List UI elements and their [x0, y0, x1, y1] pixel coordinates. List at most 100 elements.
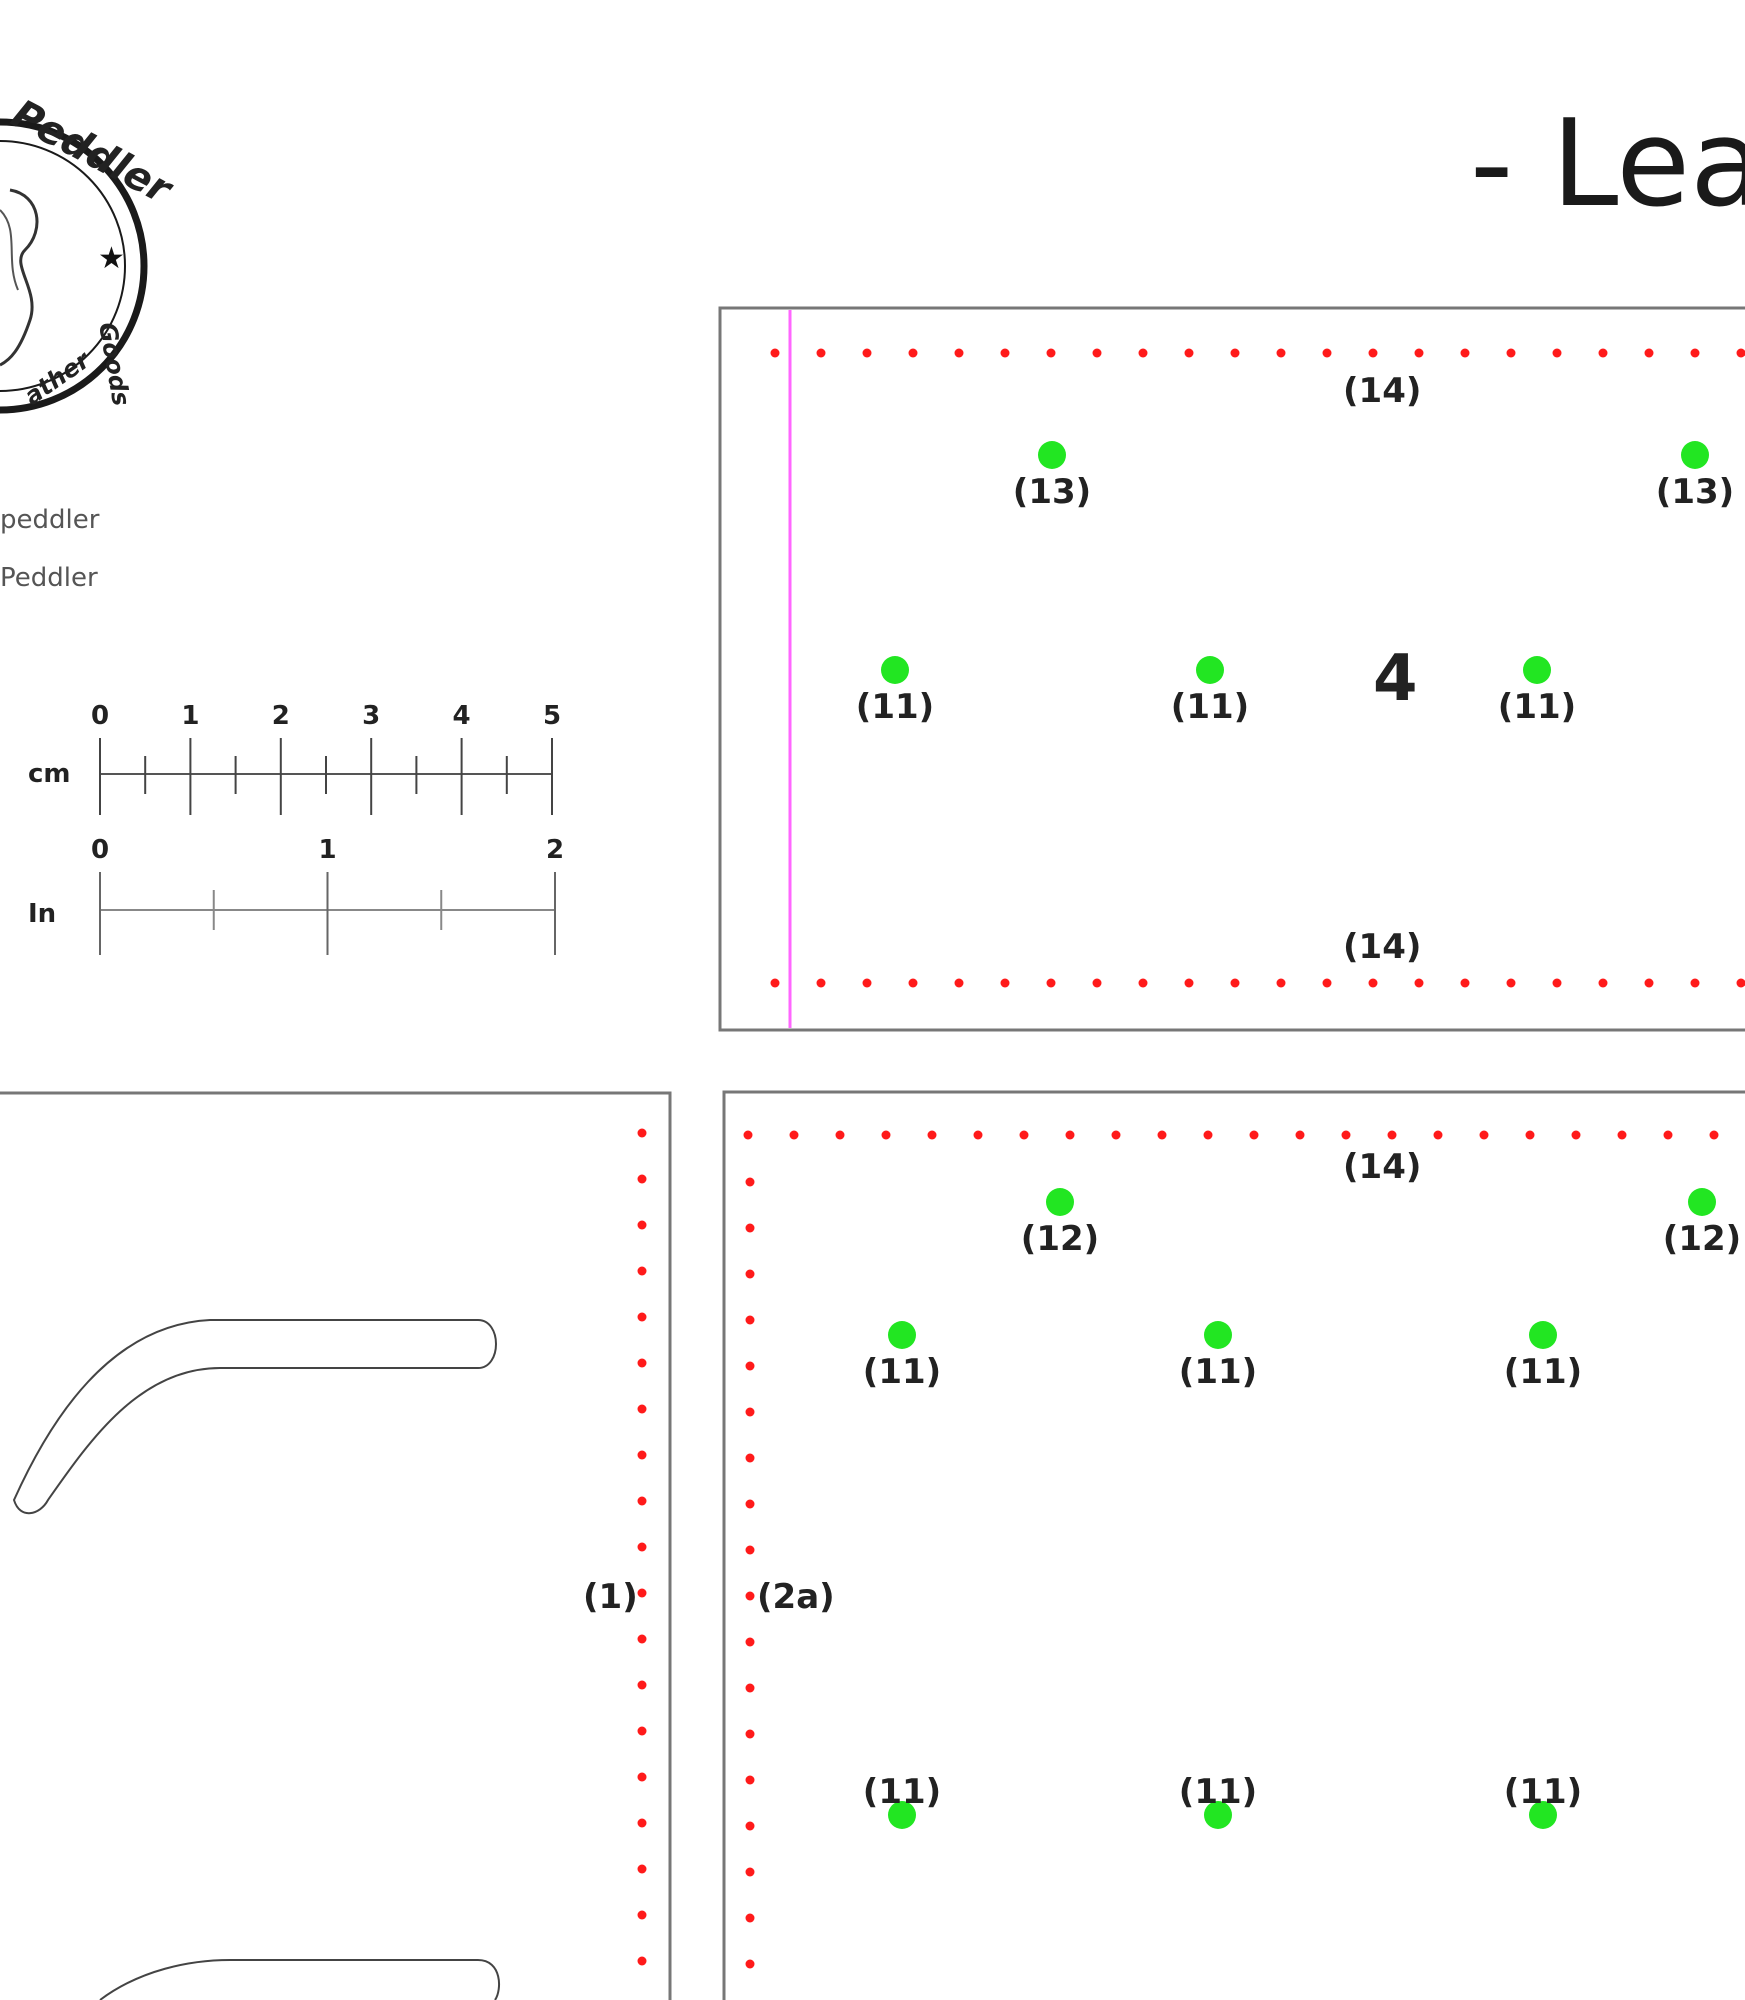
pattern-panel-4: 4 (14) (14) (13)(13)(11)(11)(11) — [718, 306, 1745, 1032]
stitch-hole-2a — [745, 1315, 755, 1325]
stitch-hole-14 — [1322, 978, 1332, 988]
logo-ring — [0, 118, 148, 414]
stitch-hole-14 — [1571, 1130, 1581, 1140]
part-number-4: 4 — [1373, 642, 1418, 716]
stitch-hole-14 — [1663, 1130, 1673, 1140]
stitch-hole-14 — [1690, 978, 1700, 988]
stitch-hole-14 — [789, 1130, 799, 1140]
stitch-hole-1 — [637, 1128, 647, 1138]
punch-hole-label: (11) — [863, 1352, 941, 1392]
stitch-hole-14 — [1092, 978, 1102, 988]
stitch-hole-1 — [637, 1496, 647, 1506]
panel-left-outline — [0, 1091, 672, 2000]
punch-hole — [1681, 441, 1709, 469]
logo-star-icon: ★ — [98, 242, 125, 275]
scale-in-label: In — [28, 899, 56, 929]
stitch-hole-14 — [1414, 978, 1424, 988]
stitch-hole-14 — [1506, 348, 1516, 358]
stitch-hole-14 — [1000, 978, 1010, 988]
punch-hole-label: (11) — [863, 1772, 941, 1812]
stitch-hole-14 — [1184, 348, 1194, 358]
punch-hole-label: (11) — [1504, 1352, 1582, 1392]
scale-cm-tick-label: 5 — [543, 701, 561, 731]
stitch-hole-14 — [1046, 348, 1056, 358]
stitch-hole-14 — [1276, 348, 1286, 358]
punch-hole-label: (12) — [1663, 1219, 1741, 1259]
stitch-hole-14 — [1479, 1130, 1489, 1140]
stitch-hole-14 — [1433, 1130, 1443, 1140]
stitch-hole-14 — [1046, 978, 1056, 988]
stitch-hole-14 — [1690, 348, 1700, 358]
stitch-hole-14 — [908, 348, 918, 358]
punch-hole — [888, 1801, 916, 1829]
stitch-hole-2a — [745, 1867, 755, 1877]
stitch-hole-2a — [745, 1453, 755, 1463]
stitch-hole-2a — [745, 1637, 755, 1647]
stitch-hole-14 — [908, 978, 918, 988]
punch-hole — [1046, 1188, 1074, 1216]
stitch-hole-2a — [745, 1821, 755, 1831]
stitch-hole-14 — [816, 978, 826, 988]
stitch-hole-14 — [835, 1130, 845, 1140]
punch-hole-label: (13) — [1656, 472, 1734, 512]
logo-figure-icon — [0, 188, 39, 367]
punch-hole — [1529, 1801, 1557, 1829]
punch-hole — [881, 656, 909, 684]
stitch-hole-14 — [1368, 978, 1378, 988]
stitch-hole-2a — [745, 1775, 755, 1785]
strap-shape-lower — [99, 1959, 501, 2000]
punch-hole — [1688, 1188, 1716, 1216]
stitch-label-14-top: (14) — [1343, 371, 1421, 411]
stitch-hole-14 — [1617, 1130, 1627, 1140]
stitch-hole-1 — [637, 1312, 647, 1322]
stitch-hole-14 — [1460, 348, 1470, 358]
stitch-hole-14 — [954, 978, 964, 988]
stitch-hole-2a — [745, 1683, 755, 1693]
stitch-hole-14 — [1065, 1130, 1075, 1140]
stitch-hole-14 — [1230, 978, 1240, 988]
stitch-hole-14 — [1111, 1130, 1121, 1140]
stitch-hole-14 — [1736, 978, 1745, 988]
scale-cm-tick-label: 3 — [362, 701, 380, 731]
stitch-hole-14 — [1598, 978, 1608, 988]
stitch-label-1: (1) — [583, 1577, 638, 1617]
page-title: - Lea — [1470, 95, 1745, 234]
logo-text-top: Peddler — [4, 91, 181, 214]
punch-hole-label: (11) — [856, 687, 934, 727]
stitch-hole-1 — [637, 1174, 647, 1184]
punch-hole — [888, 1321, 916, 1349]
stitch-label-14-bottom: (14) — [1343, 927, 1421, 967]
stitch-hole-14 — [770, 978, 780, 988]
stitch-hole-14 — [1092, 348, 1102, 358]
stitch-hole-14 — [1000, 348, 1010, 358]
stitch-hole-2a — [745, 1177, 755, 1187]
scale-cm-tick-label: 4 — [453, 701, 471, 731]
stitch-hole-14 — [1552, 348, 1562, 358]
brand-logo: Peddler Goods ather ★ — [0, 91, 181, 414]
stitch-hole-14 — [1341, 1130, 1351, 1140]
stitch-hole-1 — [637, 1542, 647, 1552]
punch-hole-label: (11) — [1504, 1772, 1582, 1812]
stitch-hole-14 — [1460, 978, 1470, 988]
stitch-hole-14 — [881, 1130, 891, 1140]
stitch-hole-14 — [1414, 348, 1424, 358]
stitch-hole-14 — [1184, 978, 1194, 988]
stitch-hole-14 — [1368, 348, 1378, 358]
stitch-hole-14 — [1387, 1130, 1397, 1140]
punch-hole — [1529, 1321, 1557, 1349]
stitch-hole-2a — [745, 1913, 755, 1923]
punch-hole-label: (11) — [1498, 687, 1576, 727]
punch-hole — [1204, 1321, 1232, 1349]
stitch-hole-14 — [1295, 1130, 1305, 1140]
stitch-hole-14 — [816, 348, 826, 358]
stitch-hole-14 — [1138, 348, 1148, 358]
punch-hole — [1204, 1801, 1232, 1829]
stitch-hole-1 — [637, 1956, 647, 1966]
stitch-hole-14 — [1552, 978, 1562, 988]
stitch-hole-1 — [637, 1588, 647, 1598]
scale-in-tick-label: 0 — [91, 835, 109, 865]
stitch-hole-1 — [637, 1450, 647, 1460]
scale-cm-tick-label: 1 — [181, 701, 199, 731]
stitch-hole-14 — [1249, 1130, 1259, 1140]
stitch-hole-14 — [770, 348, 780, 358]
